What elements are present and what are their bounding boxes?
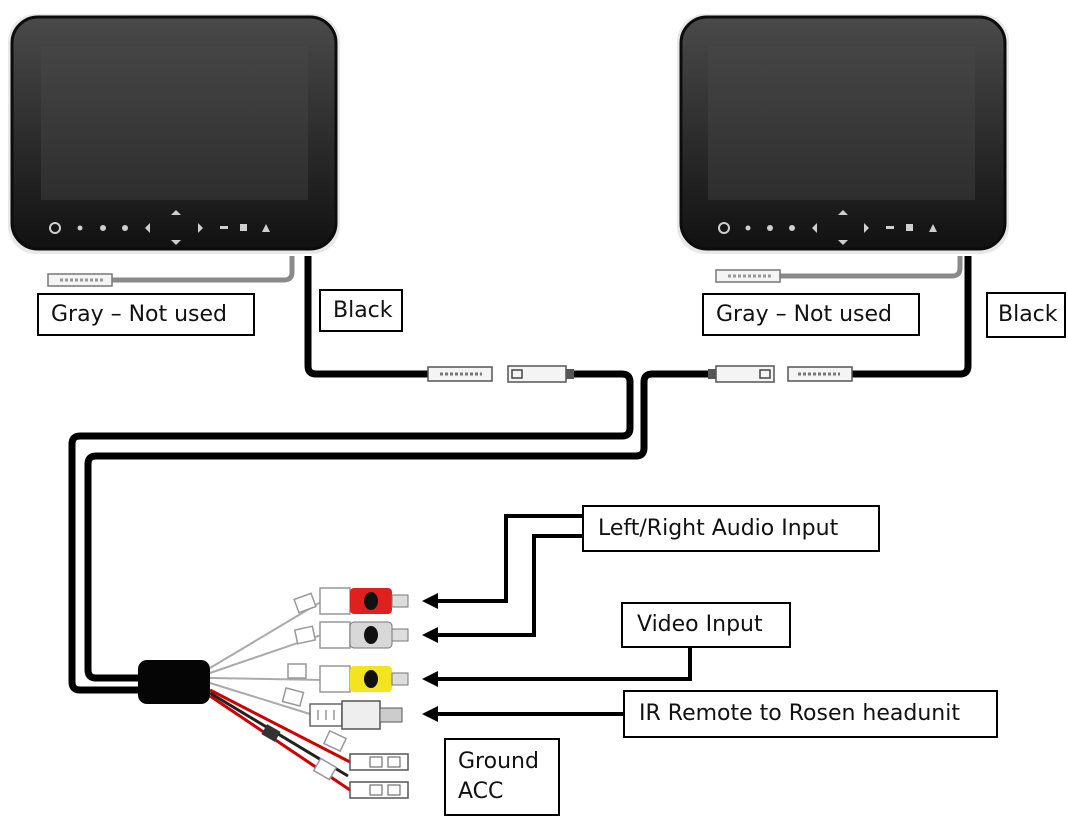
right-black-label: Black [986, 292, 1066, 338]
video-input-label: Video Input [621, 602, 791, 648]
left-monitor [8, 14, 340, 254]
video-leader-line [434, 648, 692, 681]
ir-jack-connector [309, 700, 403, 730]
right-monitor-screen [708, 46, 975, 200]
wire-tags [261, 592, 348, 781]
rca-white-connector [319, 621, 409, 649]
gray-cable-left [47, 256, 295, 287]
acc-label: ACC [458, 779, 504, 804]
left-gray-label: Gray – Not used [37, 293, 255, 336]
ground-acc-label: Ground ACC [444, 738, 560, 816]
rca-yellow-connector [319, 665, 409, 693]
arrowheads [422, 593, 438, 722]
breakout-box [138, 660, 210, 704]
left-monitor-buttons [49, 210, 270, 245]
right-monitor-buttons [718, 210, 937, 245]
mating-connector-left [507, 365, 574, 383]
ground-label: Ground [458, 749, 539, 774]
main-harness-cable [68, 370, 708, 694]
audio-leader-lines [434, 514, 582, 637]
right-monitor [677, 14, 1009, 254]
ground-acc-terminals [349, 753, 409, 799]
right-gray-label: Gray – Not used [702, 293, 920, 336]
black-cable-left [304, 256, 493, 382]
ir-remote-label: IR Remote to Rosen headunit [623, 690, 998, 738]
audio-input-label: Left/Right Audio Input [582, 505, 880, 552]
gray-cable-right [715, 256, 963, 283]
left-black-label: Black [319, 289, 403, 332]
left-monitor-screen [41, 46, 308, 200]
rca-red-connector [319, 587, 409, 615]
black-cable-right [787, 256, 972, 382]
mating-connector-right [708, 365, 775, 383]
